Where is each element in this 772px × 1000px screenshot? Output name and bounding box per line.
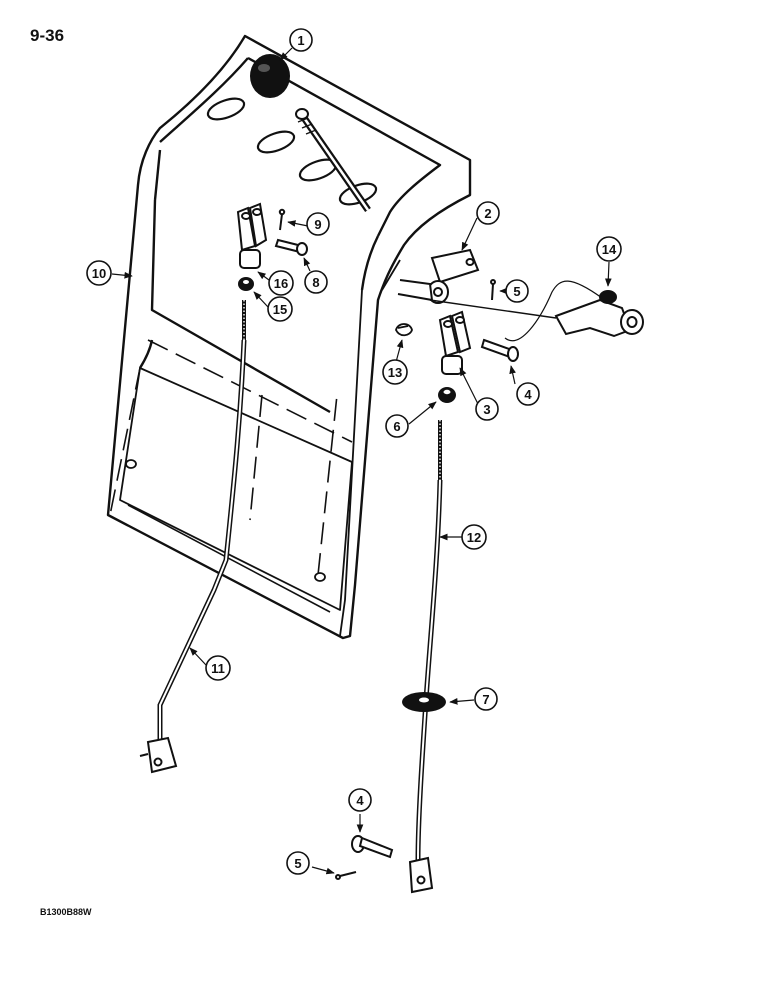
page-number: 9-36 <box>30 26 65 45</box>
callout-1: 1 <box>289 28 313 52</box>
bellcrank <box>429 290 644 338</box>
callout-12: 12 <box>461 524 487 550</box>
rubber-washer <box>402 692 446 712</box>
left-nut <box>238 277 254 291</box>
bottom-pin <box>351 835 394 859</box>
left-shift-rod <box>157 300 247 740</box>
callout-label: 4 <box>356 793 364 808</box>
left-clevis <box>236 202 268 269</box>
callout-label: 16 <box>274 276 288 291</box>
callout-15: 15 <box>267 296 293 322</box>
leader-lines <box>111 47 612 875</box>
grommet <box>395 323 413 337</box>
callout-2: 2 <box>476 201 500 225</box>
console-housing <box>106 34 472 640</box>
callout-11: 11 <box>205 655 231 681</box>
callout-label: 5 <box>513 284 520 299</box>
callout-7: 7 <box>474 687 498 711</box>
callout-label: 6 <box>393 419 400 434</box>
callout-label: 3 <box>483 402 490 417</box>
callout-label: 8 <box>312 275 319 290</box>
right-rod-eye-end <box>408 856 434 894</box>
callout-14: 14 <box>596 236 622 262</box>
callout-6: 6 <box>385 414 409 438</box>
callout-label: 15 <box>273 302 287 317</box>
callout-5-lower: 5 <box>286 851 310 875</box>
callout-label: 2 <box>484 206 491 221</box>
right-shift-rod <box>415 420 443 861</box>
callout-label: 9 <box>314 217 321 232</box>
bottom-cotter-pin <box>335 871 357 880</box>
hidden-edge-lines <box>109 339 353 576</box>
shift-lever <box>295 108 371 212</box>
left-clevis-pin <box>274 238 308 256</box>
right-clevis <box>438 310 472 375</box>
linkage-wire <box>504 280 603 342</box>
callout-4-upper: 4 <box>516 382 540 406</box>
callout-label: 7 <box>482 692 489 707</box>
right-nut <box>438 387 456 403</box>
drawing-code: B1300B88W <box>40 907 92 917</box>
left-cotter-pin <box>278 208 286 231</box>
callout-10: 10 <box>86 260 112 286</box>
callout-9: 9 <box>306 212 330 236</box>
callout-label: 12 <box>467 530 481 545</box>
left-rod-eye-end <box>139 736 178 774</box>
callout-label: 11 <box>211 661 225 676</box>
callout-3: 3 <box>475 397 499 421</box>
callout-label: 14 <box>602 242 617 257</box>
callout-label: 4 <box>524 387 532 402</box>
right-clevis-pin <box>480 338 519 362</box>
callout-4-lower: 4 <box>348 788 372 812</box>
callout-5-upper: 5 <box>505 279 529 303</box>
callout-label: 5 <box>294 856 301 871</box>
callout-label: 1 <box>297 33 304 48</box>
right-cotter-pin <box>490 279 496 301</box>
callout-label: 13 <box>388 365 402 380</box>
callout-label: 10 <box>92 266 106 281</box>
callout-16: 16 <box>268 270 294 296</box>
callout-8: 8 <box>304 270 328 294</box>
callout-13: 13 <box>382 359 408 385</box>
right-shift-arm <box>397 248 480 304</box>
shift-knob <box>250 54 290 98</box>
mounting-holes <box>125 459 326 582</box>
